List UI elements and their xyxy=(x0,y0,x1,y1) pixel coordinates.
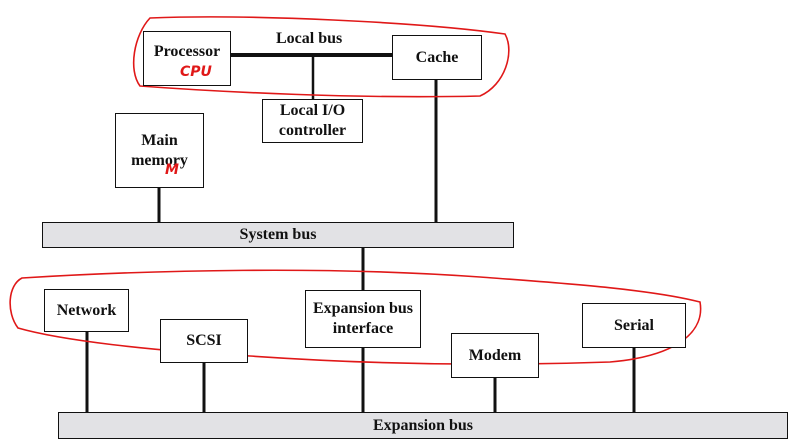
scsi-box: SCSI xyxy=(160,319,248,363)
red-circle-bottom xyxy=(9,269,702,366)
main-memory-label: Main memory xyxy=(131,131,188,169)
local-bus-label: Local bus xyxy=(276,30,343,47)
serial-label: Serial xyxy=(614,316,654,334)
expansion-bus-label: Expansion bus xyxy=(372,416,474,434)
expansion-bus-interface-box: Expansion bus interface xyxy=(305,290,421,348)
cache-label: Cache xyxy=(415,48,459,66)
expansion-bus-bar: Expansion bus xyxy=(58,412,788,439)
network-box: Network xyxy=(44,289,129,332)
network-label: Network xyxy=(56,301,117,319)
processor-box: Processor xyxy=(143,31,231,86)
system-bus-bar: System bus xyxy=(42,222,514,248)
scsi-label: SCSI xyxy=(186,332,222,349)
main-memory-box: Main memory xyxy=(115,113,204,188)
local-io-label: Local I/O controller xyxy=(278,102,347,139)
expansion-interface-label: Expansion bus interface xyxy=(312,300,414,337)
modem-label: Modem xyxy=(468,346,522,364)
cpu-annotation: CPU xyxy=(180,64,212,80)
red-circle-top xyxy=(132,16,510,98)
local-io-controller-box: Local I/O controller xyxy=(262,99,363,143)
cache-box: Cache xyxy=(392,35,482,80)
modem-box: Modem xyxy=(451,333,539,378)
serial-box: Serial xyxy=(582,303,686,348)
processor-label: Processor xyxy=(153,42,221,60)
system-bus-label: System bus xyxy=(239,226,317,243)
memory-annotation: M xyxy=(165,162,179,178)
